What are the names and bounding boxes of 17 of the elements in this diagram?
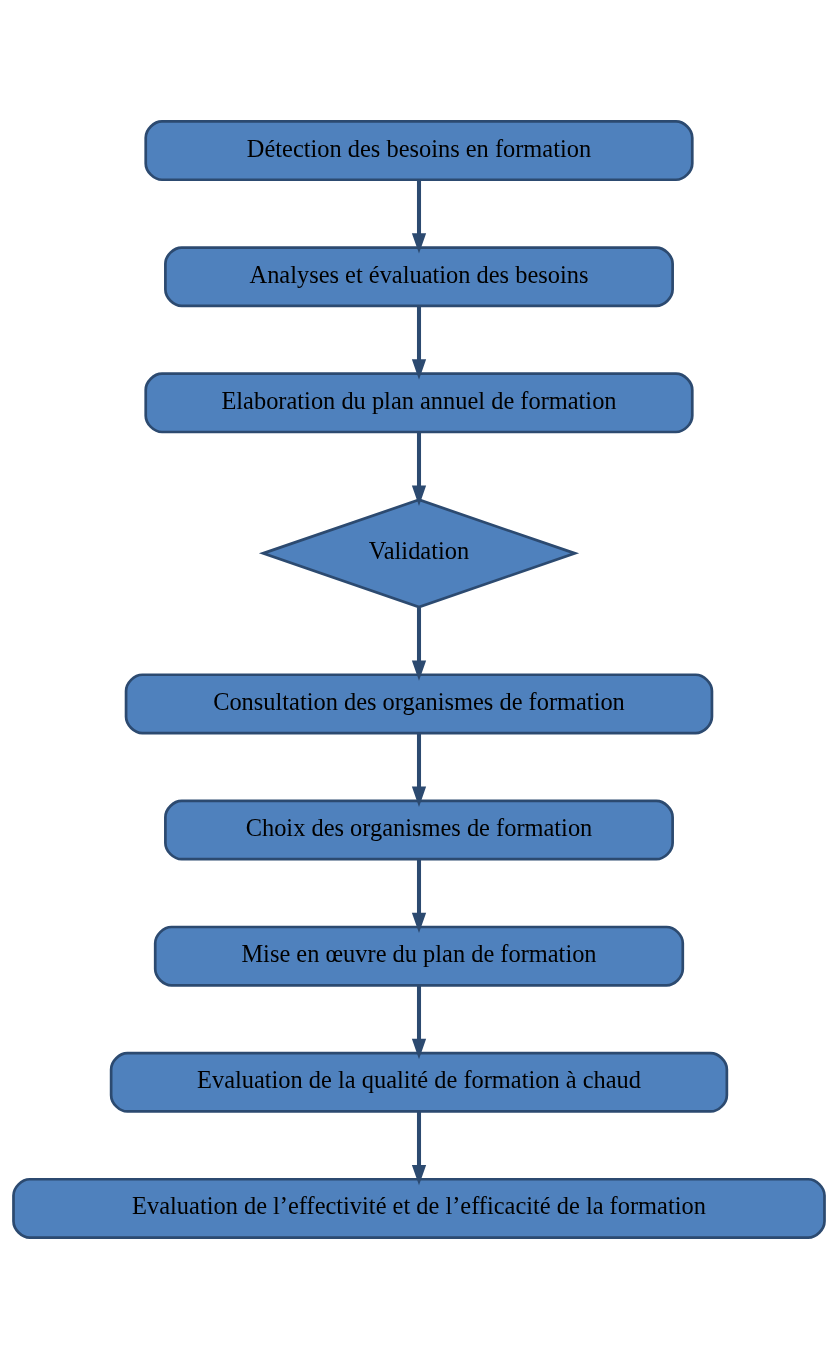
arrow: [411, 431, 427, 506]
arrow: [411, 732, 427, 807]
node-box: Analyses et évaluation des besoins: [164, 245, 674, 307]
node-box: Détection des besoins en formation: [144, 119, 694, 181]
node-box: Mise en œuvre du plan de formation: [153, 925, 685, 987]
node-box: Evaluation de la qualité de formation à chaud: [109, 1051, 729, 1113]
arrow: [411, 305, 427, 380]
node-box: Choix des organismes de formation: [164, 799, 674, 861]
arrow: [411, 858, 427, 933]
node-box: Evaluation de l’effectivité et de l’efficacité de la formation: [12, 1177, 826, 1239]
node-diamond: Validation: [258, 497, 580, 608]
node-box: Consultation des organismes de formation: [124, 672, 714, 734]
arrow: [411, 606, 427, 681]
arrow: [411, 985, 427, 1059]
arrow: [411, 1111, 427, 1185]
arrow: [411, 179, 427, 254]
node-box: Elaboration du plan annuel de formation: [144, 371, 694, 433]
